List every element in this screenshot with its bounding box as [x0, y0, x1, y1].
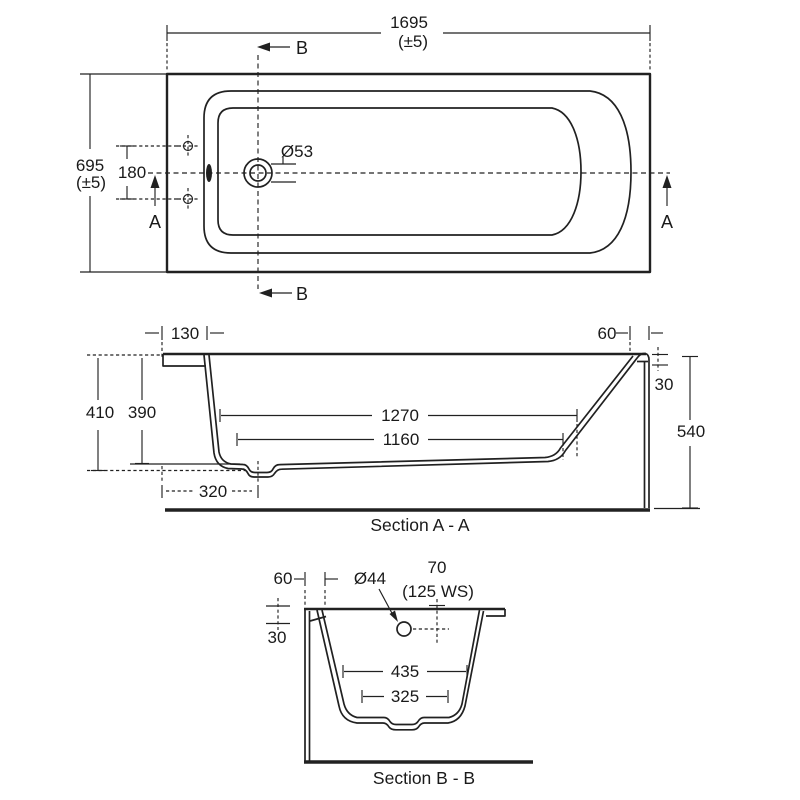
dim-length-value: 1695 — [390, 13, 428, 32]
section-b-arrow-bottom — [259, 288, 272, 298]
bb-interior-profile — [321, 609, 481, 726]
aa-exterior-profile — [203, 352, 650, 508]
bb-dim-width-lower: 325 — [391, 687, 419, 706]
section-a-arrow-right — [662, 175, 672, 188]
aa-dim-depth-outer: 410 — [86, 403, 114, 422]
tub-inner-rim — [203, 90, 632, 254]
section-aa-view: 130 60 30 540 410 390 1270 1160 320 Sect… — [86, 324, 705, 535]
aa-dim-rim-right: 60 — [598, 324, 617, 343]
bb-right-lip — [486, 609, 506, 617]
tub-floor-outline — [217, 107, 582, 236]
aa-dim-height-total: 540 — [677, 422, 705, 441]
aa-dim-floor-upper: 1270 — [381, 406, 419, 425]
aa-dim-rim-left: 130 — [171, 324, 199, 343]
overflow-leader-arrow — [389, 610, 398, 622]
bb-exterior-profile — [316, 609, 485, 731]
section-aa-title: Section A - A — [370, 515, 470, 535]
aa-left-lip — [162, 354, 206, 367]
section-b-arrow-top — [257, 42, 270, 52]
section-b-label-top: B — [296, 38, 308, 58]
dim-width-value: 695 — [76, 156, 104, 175]
overflow-leader-line — [378, 588, 395, 618]
plan-view: 1695 (±5) 695 (±5) 180 Ø53 B B A A — [76, 13, 673, 304]
section-a-label-right: A — [661, 212, 673, 232]
dim-drain-diameter: Ø53 — [281, 142, 313, 161]
bb-overflow-hole — [396, 621, 412, 637]
bb-dim-rim-drop: 30 — [268, 628, 287, 647]
bb-dim-overflow-offset: 70 — [428, 558, 447, 577]
section-b-label-bottom: B — [296, 284, 308, 304]
section-a-arrow-left — [150, 175, 160, 188]
aa-dim-rim-drop: 30 — [655, 375, 674, 394]
bb-dim-width-upper: 435 — [391, 662, 419, 681]
aa-dim-drain-offset: 320 — [199, 482, 227, 501]
dim-length-tolerance: (±5) — [398, 32, 428, 51]
section-bb-title: Section B - B — [373, 768, 475, 788]
section-a-label-left: A — [149, 212, 161, 232]
bb-dim-water-seal: (125 WS) — [402, 582, 474, 601]
aa-dim-depth-inner: 390 — [128, 403, 156, 422]
aa-interior-profile — [208, 354, 634, 474]
fixing-point-marker-top — [177, 135, 199, 157]
section-bb-view: 60 30 Ø44 70 (125 WS) 435 325 Section B … — [266, 558, 533, 788]
aa-dim-floor-lower: 1160 — [383, 430, 420, 449]
bb-dim-overflow-diameter: Ø44 — [354, 569, 386, 588]
dim-width-tolerance: (±5) — [76, 173, 106, 192]
fixing-point-marker-bottom — [177, 188, 199, 210]
bb-dim-rim: 60 — [274, 569, 293, 588]
dim-fixing-value: 180 — [118, 163, 146, 182]
